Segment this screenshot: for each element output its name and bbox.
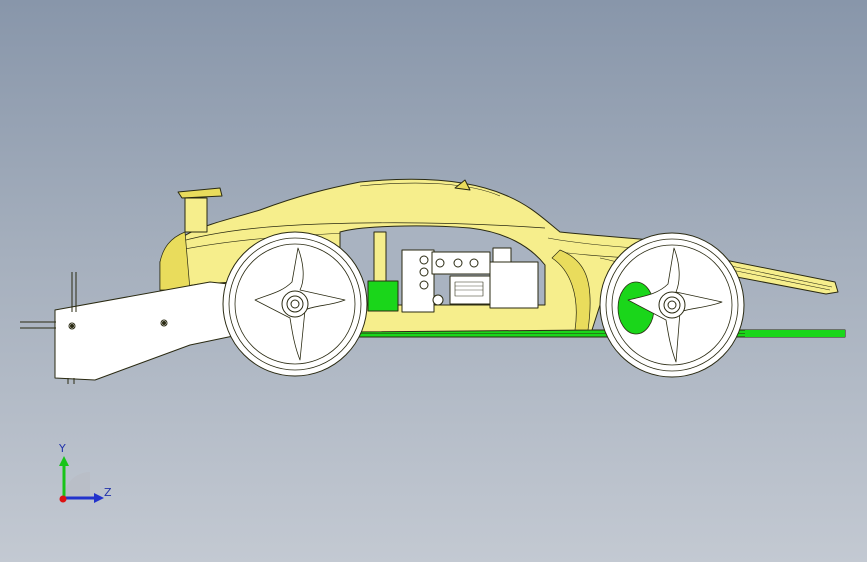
electronics-board xyxy=(401,247,539,313)
z-axis-label: Z xyxy=(104,486,112,499)
intake-tower xyxy=(177,187,223,233)
chassis-plate-rear xyxy=(745,330,845,337)
front-wheel xyxy=(222,231,368,377)
rear-wheel xyxy=(599,232,745,378)
coordinate-triad: Y Z xyxy=(48,438,118,508)
front-bumper-plate xyxy=(20,272,239,384)
motor-block xyxy=(367,280,399,312)
y-axis-label: Y xyxy=(59,442,66,455)
triad-graphic xyxy=(59,456,104,503)
